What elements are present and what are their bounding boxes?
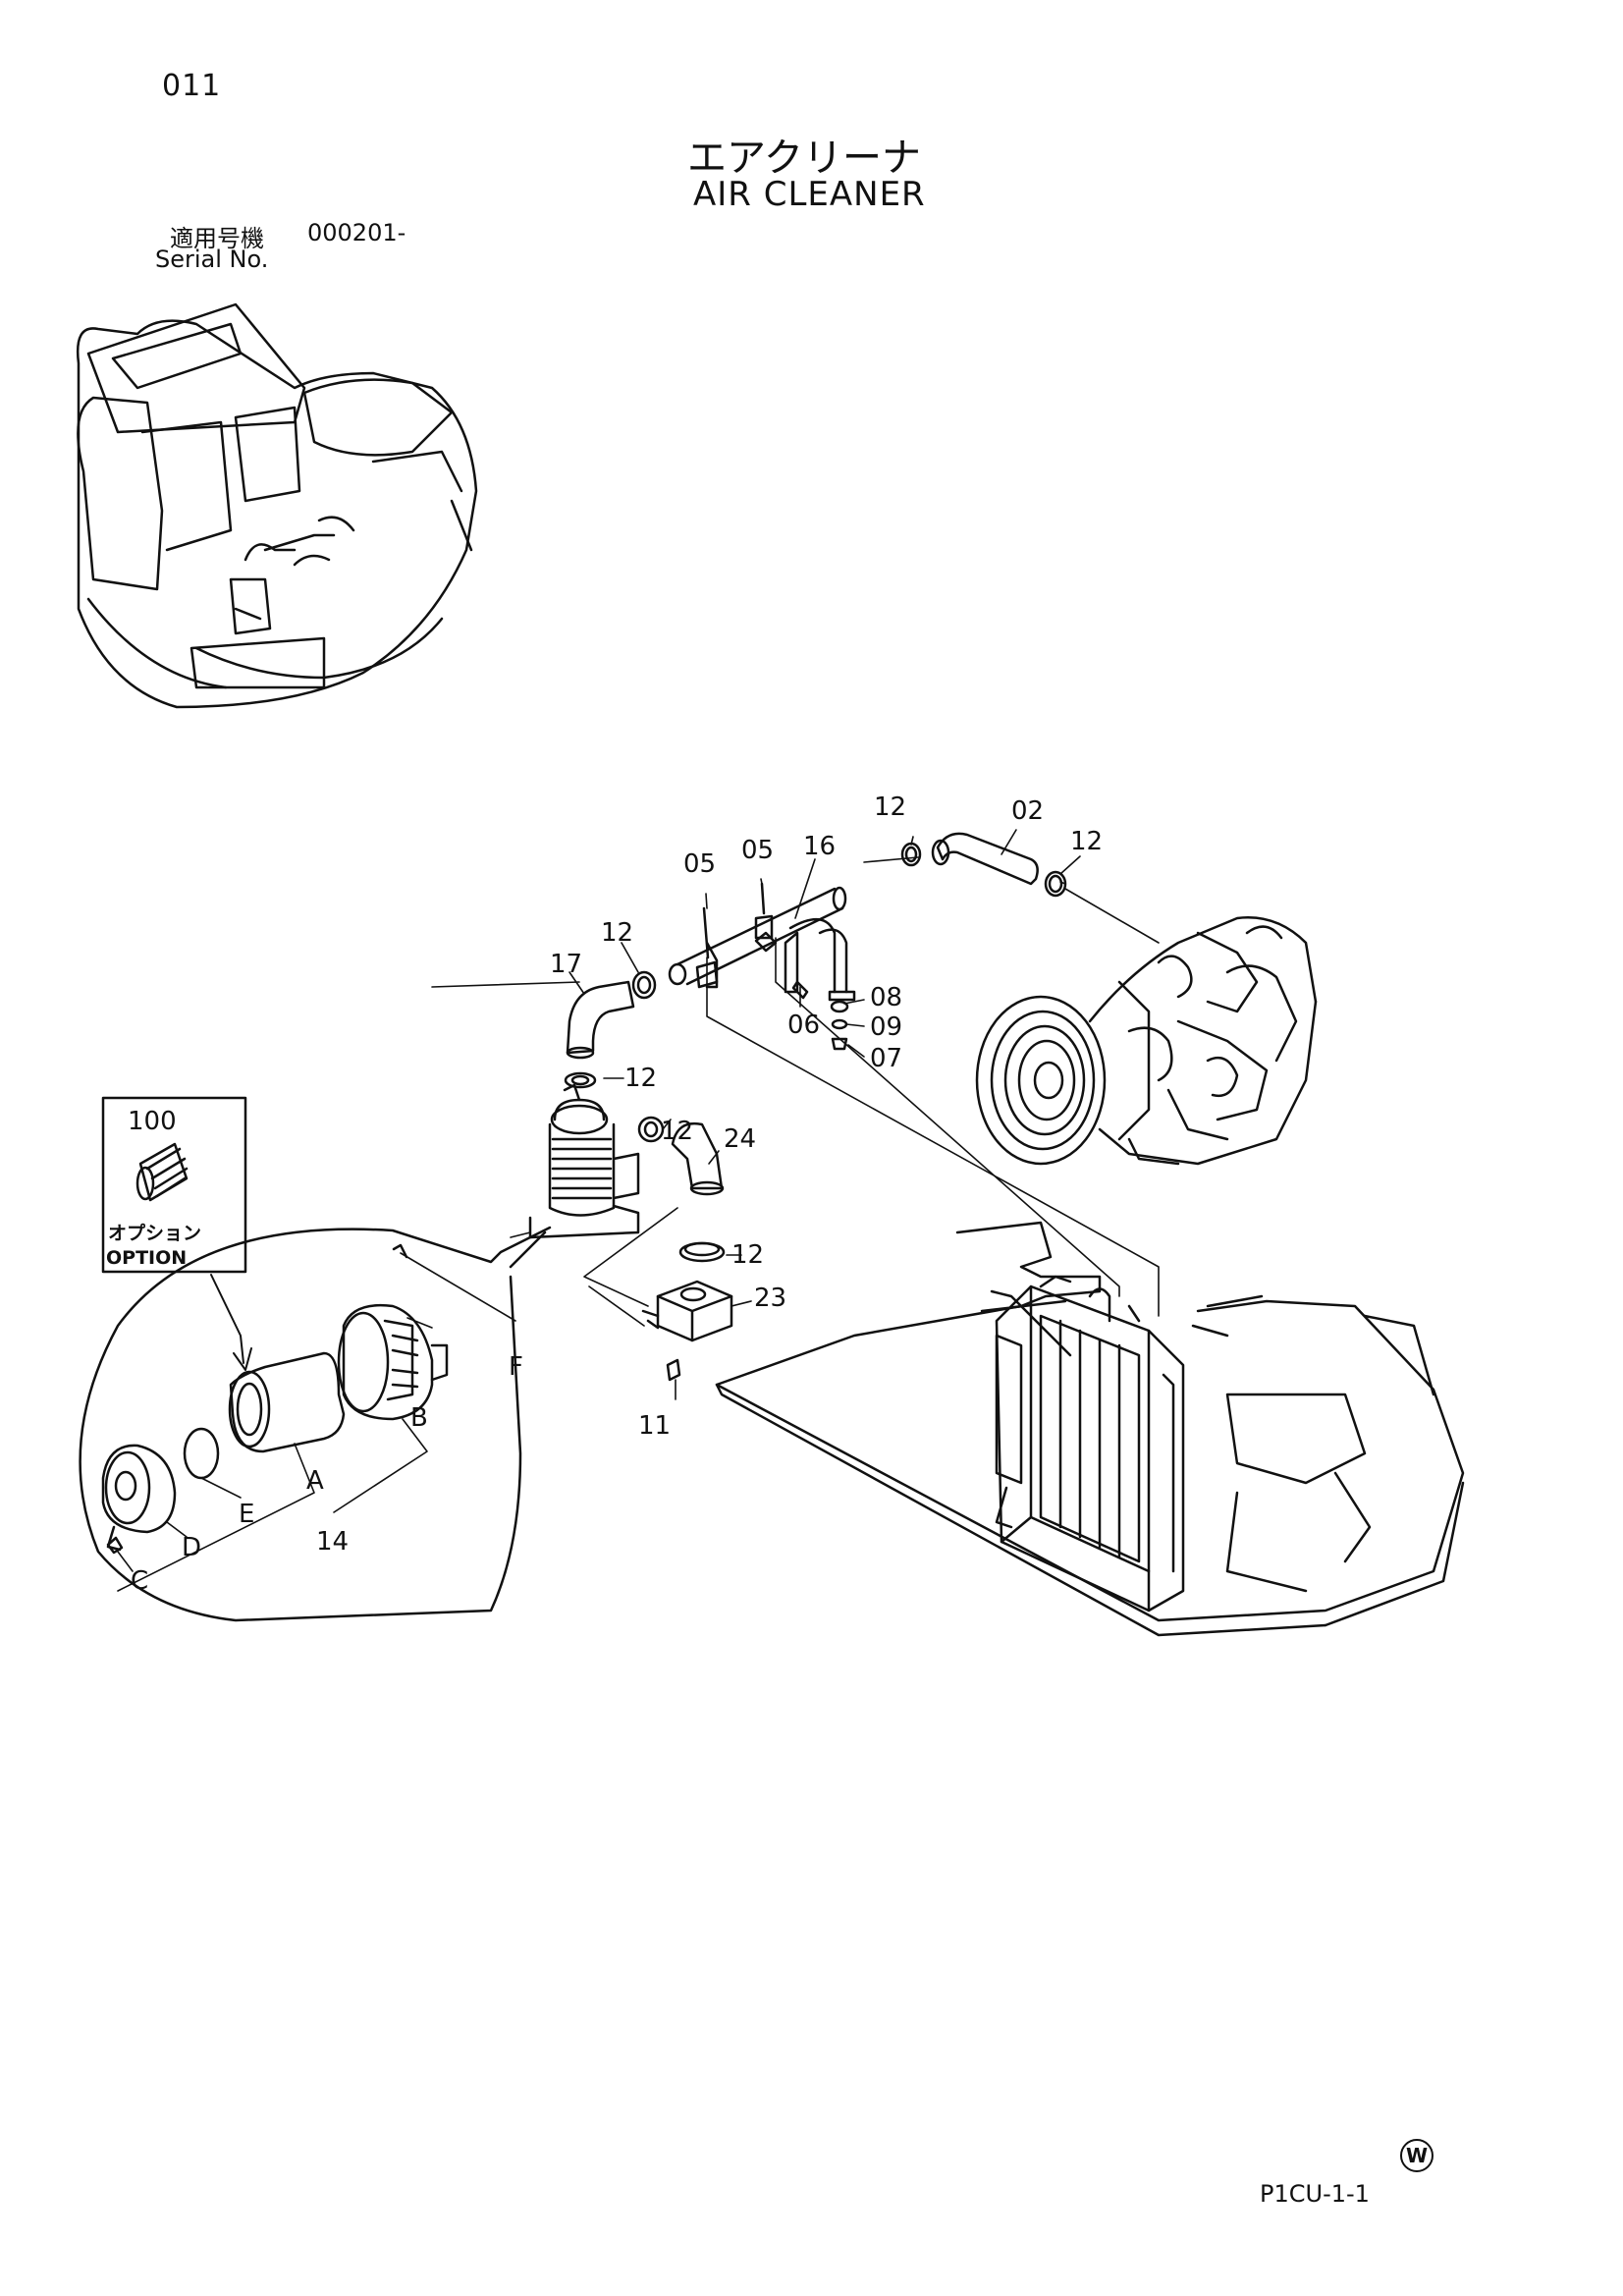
callout-05: 05 <box>683 849 716 879</box>
callout-07: 07 <box>870 1044 902 1073</box>
title-english: AIR CLEANER <box>693 175 926 214</box>
frame-and-radiator <box>715 1221 1465 1637</box>
callout-E: E <box>239 1500 254 1529</box>
callout-labels: 12 02 12 05 05 16 12 17 08 06 09 07 12 1… <box>106 793 1103 1596</box>
callout-F: F <box>509 1352 523 1382</box>
callout-12: 12 <box>874 793 906 822</box>
serial-label-english: Serial No. <box>155 246 269 273</box>
callout-12: 12 <box>661 1117 693 1146</box>
callout-05: 05 <box>741 836 774 865</box>
callout-B: B <box>410 1403 428 1433</box>
option-label-english: OPTION <box>106 1247 187 1269</box>
callout-12: 12 <box>601 918 633 948</box>
intake-hoses <box>392 832 1067 1382</box>
serial-label-japanese: 適用号機 <box>170 225 264 252</box>
page-number: 011 <box>162 69 222 103</box>
title-japanese: エアクリーナ <box>687 136 921 181</box>
callout-17: 17 <box>550 950 582 979</box>
callout-11: 11 <box>638 1411 671 1441</box>
callout-23: 23 <box>754 1284 786 1313</box>
document-reference: P1CU-1-1 <box>1260 2180 1370 2208</box>
callout-08: 08 <box>870 983 902 1012</box>
callout-16: 16 <box>803 832 836 861</box>
callout-A: A <box>306 1466 324 1496</box>
serial-number-value: 000201- <box>307 219 406 246</box>
option-part-number: 100 <box>128 1107 177 1136</box>
callout-12: 12 <box>731 1240 764 1270</box>
engine-drawing <box>975 916 1318 1166</box>
w-mark-icon: W <box>1400 2139 1434 2172</box>
callout-12: 12 <box>624 1064 657 1093</box>
callout-14: 14 <box>316 1527 349 1557</box>
callout-09: 09 <box>870 1012 902 1042</box>
option-detail <box>79 1096 552 1622</box>
callout-C: C <box>131 1566 148 1596</box>
callout-02: 02 <box>1011 796 1044 826</box>
callout-24: 24 <box>724 1124 756 1154</box>
excavator-overview-sketch <box>76 302 478 709</box>
option-label-japanese: オプション <box>108 1222 201 1244</box>
callout-06: 06 <box>787 1011 820 1040</box>
callout-12: 12 <box>1070 827 1103 856</box>
callout-D: D <box>182 1533 201 1562</box>
